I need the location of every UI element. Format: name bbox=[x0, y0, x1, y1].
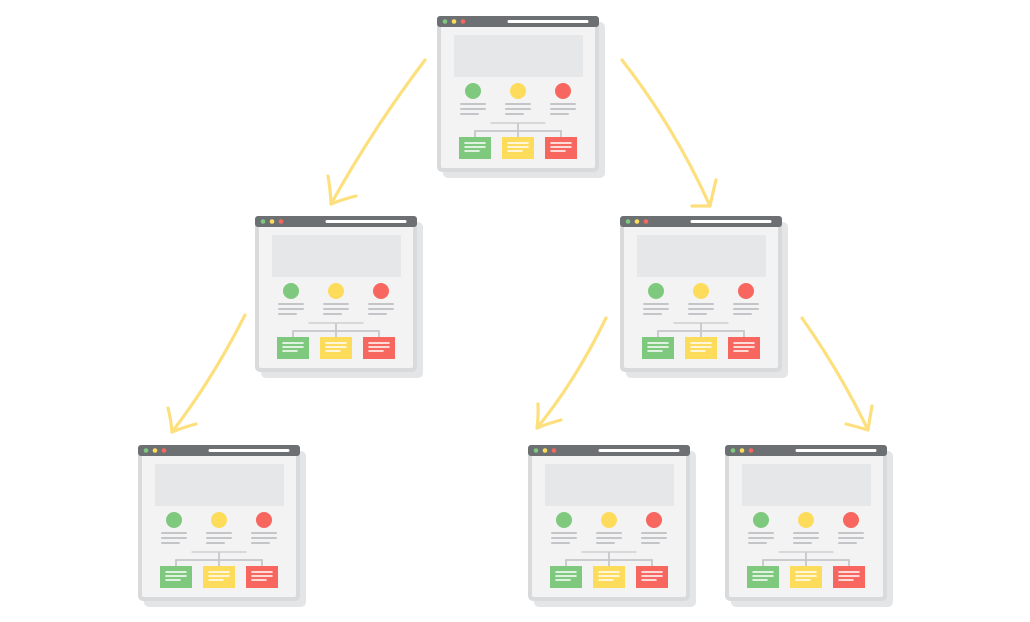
arrow-head-icon bbox=[535, 402, 563, 430]
arrow-head-icon bbox=[690, 178, 718, 208]
card-green bbox=[642, 337, 674, 359]
feature-circle-green-icon bbox=[465, 83, 481, 99]
feature-circle-green-icon bbox=[283, 283, 299, 299]
window-control-red-icon bbox=[643, 219, 649, 224]
window-control-red-icon bbox=[278, 219, 284, 224]
card-green bbox=[550, 566, 582, 588]
feature-circle-red-icon bbox=[256, 512, 272, 528]
arrow-head-icon bbox=[326, 174, 358, 206]
arrows bbox=[166, 58, 874, 434]
tree-connector bbox=[292, 323, 380, 338]
arrow-level1-right-to-level2-middle bbox=[535, 316, 608, 430]
window-control-red-icon bbox=[551, 448, 557, 453]
arrow-shaft bbox=[329, 58, 427, 206]
card-red bbox=[833, 566, 865, 588]
feature-circle-green-icon bbox=[753, 512, 769, 528]
window-control-red-icon bbox=[460, 19, 466, 24]
feature-circle-green-icon bbox=[556, 512, 572, 528]
hero-placeholder bbox=[742, 464, 871, 506]
window-control-green-icon bbox=[143, 448, 149, 453]
browser-window-level1-right bbox=[620, 216, 788, 378]
card-yellow bbox=[320, 337, 352, 359]
arrow-level1-right-to-level2-right bbox=[800, 316, 874, 432]
card-red bbox=[246, 566, 278, 588]
arrow-shaft bbox=[620, 58, 712, 208]
feature-circle-red-icon bbox=[843, 512, 859, 528]
tree-connector bbox=[474, 123, 562, 138]
feature-circle-red-icon bbox=[373, 283, 389, 299]
tree-connector bbox=[565, 552, 653, 567]
card-red bbox=[728, 337, 760, 359]
feature-circle-yellow-icon bbox=[693, 283, 709, 299]
tree-connector bbox=[762, 552, 850, 567]
window-control-yellow-icon bbox=[542, 448, 548, 453]
window-control-yellow-icon bbox=[739, 448, 745, 453]
feature-circle-red-icon bbox=[555, 83, 571, 99]
feature-circle-green-icon bbox=[648, 283, 664, 299]
tree-connector bbox=[175, 552, 263, 567]
feature-circle-red-icon bbox=[646, 512, 662, 528]
hero-placeholder bbox=[637, 235, 766, 277]
arrow-root-to-level1-left bbox=[326, 58, 427, 206]
arrow-shaft bbox=[535, 316, 608, 430]
window-control-green-icon bbox=[260, 219, 266, 224]
feature-circle-yellow-icon bbox=[601, 512, 617, 528]
browser-window-level2-middle bbox=[528, 445, 696, 607]
arrow-head-icon bbox=[166, 406, 198, 434]
arrow-level1-left-to-level2-left bbox=[166, 313, 247, 434]
window-control-yellow-icon bbox=[451, 19, 457, 24]
arrow-shaft bbox=[800, 316, 870, 432]
feature-circle-yellow-icon bbox=[798, 512, 814, 528]
window-control-red-icon bbox=[748, 448, 754, 453]
card-yellow bbox=[502, 137, 534, 159]
hero-placeholder bbox=[272, 235, 401, 277]
window-control-green-icon bbox=[533, 448, 539, 453]
browser-window-level2-right bbox=[725, 445, 893, 607]
window-control-yellow-icon bbox=[634, 219, 640, 224]
browser-window-root bbox=[437, 16, 605, 178]
window-control-green-icon bbox=[442, 19, 448, 24]
browser-window-level1-left bbox=[255, 216, 423, 378]
card-green bbox=[277, 337, 309, 359]
card-yellow bbox=[790, 566, 822, 588]
card-green bbox=[747, 566, 779, 588]
feature-circle-yellow-icon bbox=[510, 83, 526, 99]
browser-window-level2-left bbox=[138, 445, 306, 607]
card-red bbox=[545, 137, 577, 159]
feature-circle-green-icon bbox=[166, 512, 182, 528]
window-control-yellow-icon bbox=[269, 219, 275, 224]
card-red bbox=[363, 337, 395, 359]
window-control-red-icon bbox=[161, 448, 167, 453]
arrow-shaft bbox=[170, 313, 247, 434]
card-red bbox=[636, 566, 668, 588]
hero-placeholder bbox=[155, 464, 284, 506]
card-green bbox=[160, 566, 192, 588]
hero-placeholder bbox=[545, 464, 674, 506]
window-control-green-icon bbox=[625, 219, 631, 224]
card-yellow bbox=[203, 566, 235, 588]
window-control-green-icon bbox=[730, 448, 736, 453]
feature-circle-red-icon bbox=[738, 283, 754, 299]
tree-connector bbox=[657, 323, 745, 338]
arrow-head-icon bbox=[844, 404, 874, 432]
feature-circle-yellow-icon bbox=[328, 283, 344, 299]
hero-placeholder bbox=[454, 35, 583, 77]
card-green bbox=[459, 137, 491, 159]
window-control-yellow-icon bbox=[152, 448, 158, 453]
feature-circle-yellow-icon bbox=[211, 512, 227, 528]
card-yellow bbox=[593, 566, 625, 588]
card-yellow bbox=[685, 337, 717, 359]
arrow-root-to-level1-right bbox=[620, 58, 718, 208]
